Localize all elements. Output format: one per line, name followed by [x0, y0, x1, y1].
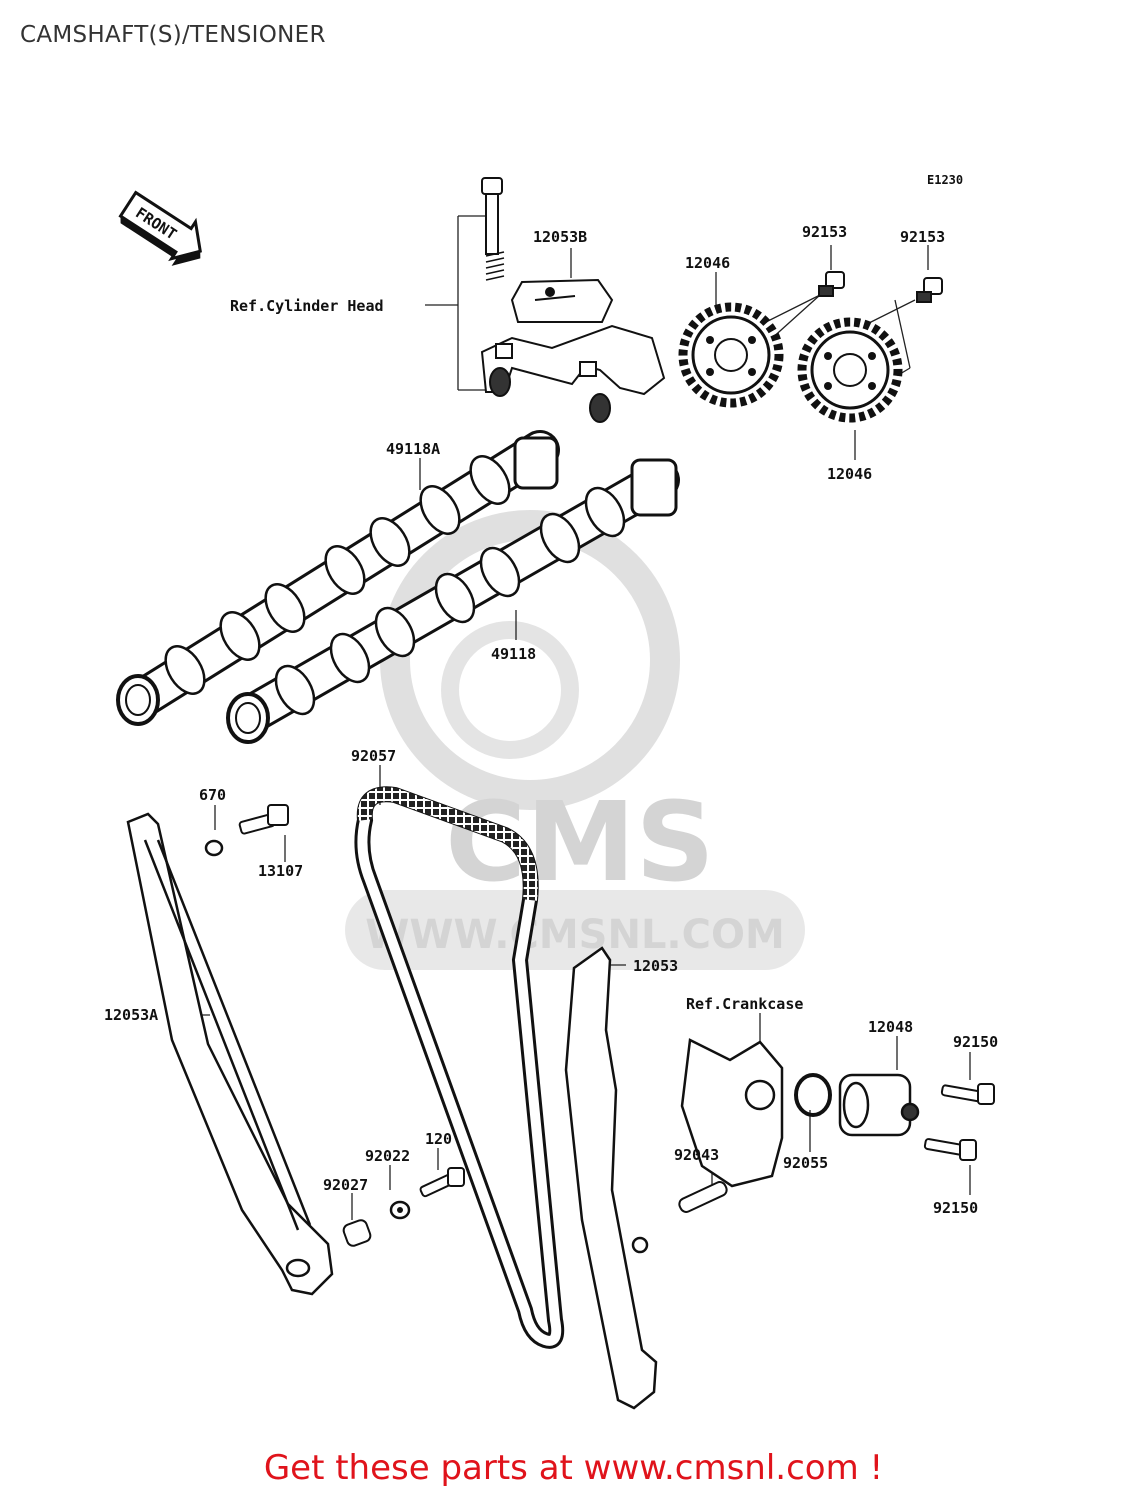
label-670: 670: [199, 786, 226, 804]
label-92043: 92043: [674, 1146, 719, 1164]
cam-cap-upper: [510, 278, 614, 323]
label-49118: 49118: [491, 645, 536, 663]
label-12053B: 12053B: [533, 228, 587, 246]
page-title: CAMSHAFT(S)/TENSIONER: [20, 22, 326, 48]
sprocket-12046-right: [797, 317, 903, 423]
label-ref-crankcase: Ref.Crankcase: [686, 995, 803, 1013]
cam-cap-lower: [480, 324, 666, 423]
washer-92022: [389, 1200, 411, 1220]
label-92055: 92055: [783, 1154, 828, 1172]
bolt-120: [419, 1167, 465, 1198]
sprocket-bolt-92153-b: [916, 277, 943, 303]
label-92153-a: 92153: [802, 223, 847, 241]
watermark-logo: CMS: [445, 778, 714, 906]
label-92150-top: 92150: [953, 1033, 998, 1051]
watermark: CMS WWW.CMSNL.COM: [345, 510, 805, 970]
collar-92027: [342, 1219, 372, 1247]
o-ring-92055: [794, 1073, 832, 1117]
label-13107: 13107: [258, 862, 303, 880]
label-92153-b: 92153: [900, 228, 945, 246]
label-92150-bottom: 92150: [933, 1199, 978, 1217]
bolt-92150-bottom: [923, 1138, 977, 1161]
watermark-url: WWW.CMSNL.COM: [365, 912, 785, 958]
footer-link[interactable]: Get these parts at www.cmsnl.com !: [263, 1448, 884, 1488]
bolt-13107: [238, 804, 289, 835]
chain-guide-12053: [564, 946, 658, 1410]
label-12053A: 12053A: [104, 1006, 158, 1024]
diagram-code: E1230: [927, 173, 963, 187]
label-49118A: 49118A: [386, 440, 440, 458]
label-12046-bottom: 12046: [827, 465, 872, 483]
label-12046-top: 12046: [685, 254, 730, 272]
sprocket-12046-left: [678, 302, 784, 408]
label-ref-cylinder-head: Ref.Cylinder Head: [230, 297, 384, 315]
camshaft-49118A: [116, 430, 560, 726]
sprocket-bolt-92153-a: [818, 271, 845, 297]
label-92027: 92027: [323, 1176, 368, 1194]
camshaft-49118: [226, 458, 680, 744]
leader-lines: [177, 215, 971, 1220]
cam-chain-92057: [354, 786, 565, 1349]
label-12053: 12053: [633, 957, 678, 975]
label-92022: 92022: [365, 1147, 410, 1165]
bolt-92150-top: [940, 1083, 995, 1105]
label-12048: 12048: [868, 1018, 913, 1036]
cylinder-head-bolt: [481, 177, 505, 281]
label-120: 120: [425, 1130, 452, 1148]
label-92057: 92057: [351, 747, 396, 765]
front-arrow-icon: FRONT: [118, 190, 202, 266]
parts-diagram: CMS WWW.CMSNL.COM FRONT E1230: [104, 173, 998, 1410]
chain-guide-12053A: [126, 812, 334, 1296]
o-ring-670: [204, 839, 224, 857]
pin-92043: [678, 1181, 728, 1213]
tensioner-12048: [838, 1073, 920, 1137]
tensioner-housing-ref-crankcase: [680, 1038, 784, 1188]
